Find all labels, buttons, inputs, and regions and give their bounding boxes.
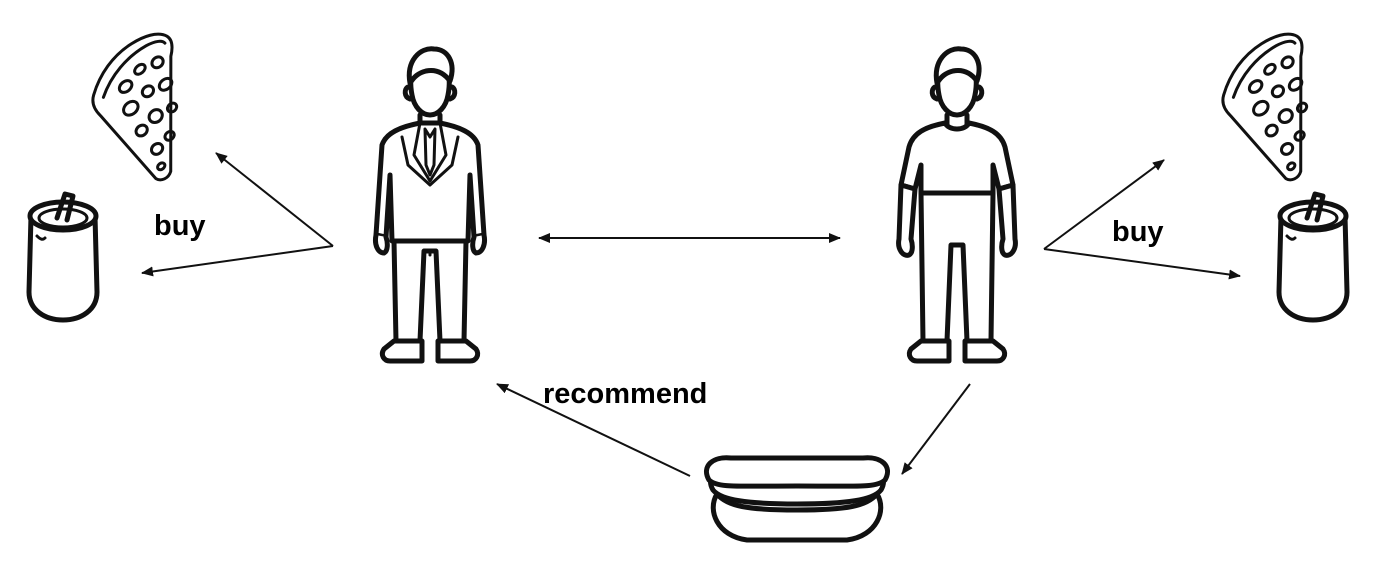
soda-can-icon-right	[1279, 194, 1347, 320]
arrow-buy-left-can	[141, 245, 334, 277]
arrow-buy-right-pizza	[1043, 159, 1165, 250]
soda-can-icon-left	[29, 194, 97, 320]
arrow-recommend	[496, 383, 691, 477]
pizza-slice-icon-left	[75, 20, 239, 187]
arrow-buy-left-pizza	[215, 152, 334, 247]
businessman-icon	[375, 49, 484, 361]
label-buy-left: buy	[154, 210, 206, 242]
pizza-slice-icon-right	[1205, 20, 1369, 187]
arrow-buy-right-can	[1043, 248, 1241, 280]
label-buy-right: buy	[1112, 216, 1164, 248]
hotdog-icon	[706, 458, 887, 540]
arrow-to-hotdog	[901, 383, 971, 475]
casual-man-icon	[899, 49, 1016, 361]
label-recommend: recommend	[543, 378, 707, 410]
